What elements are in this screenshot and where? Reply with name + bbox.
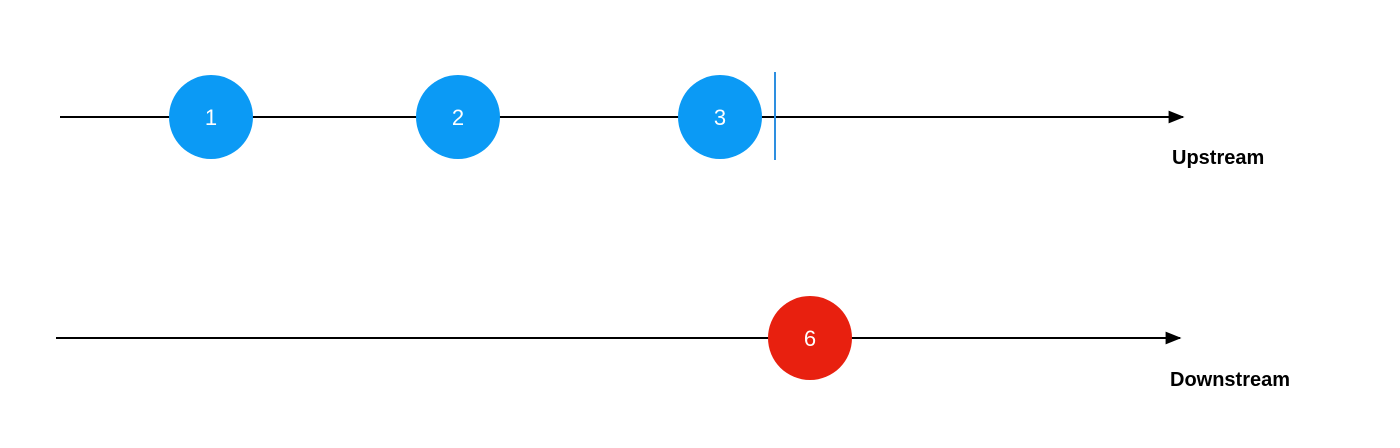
upstream-label: Upstream (1172, 147, 1264, 169)
downstream-marble-6-label: 6 (804, 326, 816, 351)
downstream-timeline: 6 Downstream (56, 296, 1290, 391)
upstream-marble-2-label: 2 (452, 105, 464, 130)
downstream-label: Downstream (1170, 369, 1290, 391)
upstream-marble-2: 2 (416, 75, 500, 159)
upstream-marble-1-label: 1 (205, 105, 217, 130)
upstream-marble-1: 1 (169, 75, 253, 159)
downstream-marble-6: 6 (768, 296, 852, 380)
upstream-marble-3: 3 (678, 75, 762, 159)
upstream-timeline: 1 2 3 Upstream (60, 72, 1264, 169)
upstream-marble-3-label: 3 (714, 105, 726, 130)
